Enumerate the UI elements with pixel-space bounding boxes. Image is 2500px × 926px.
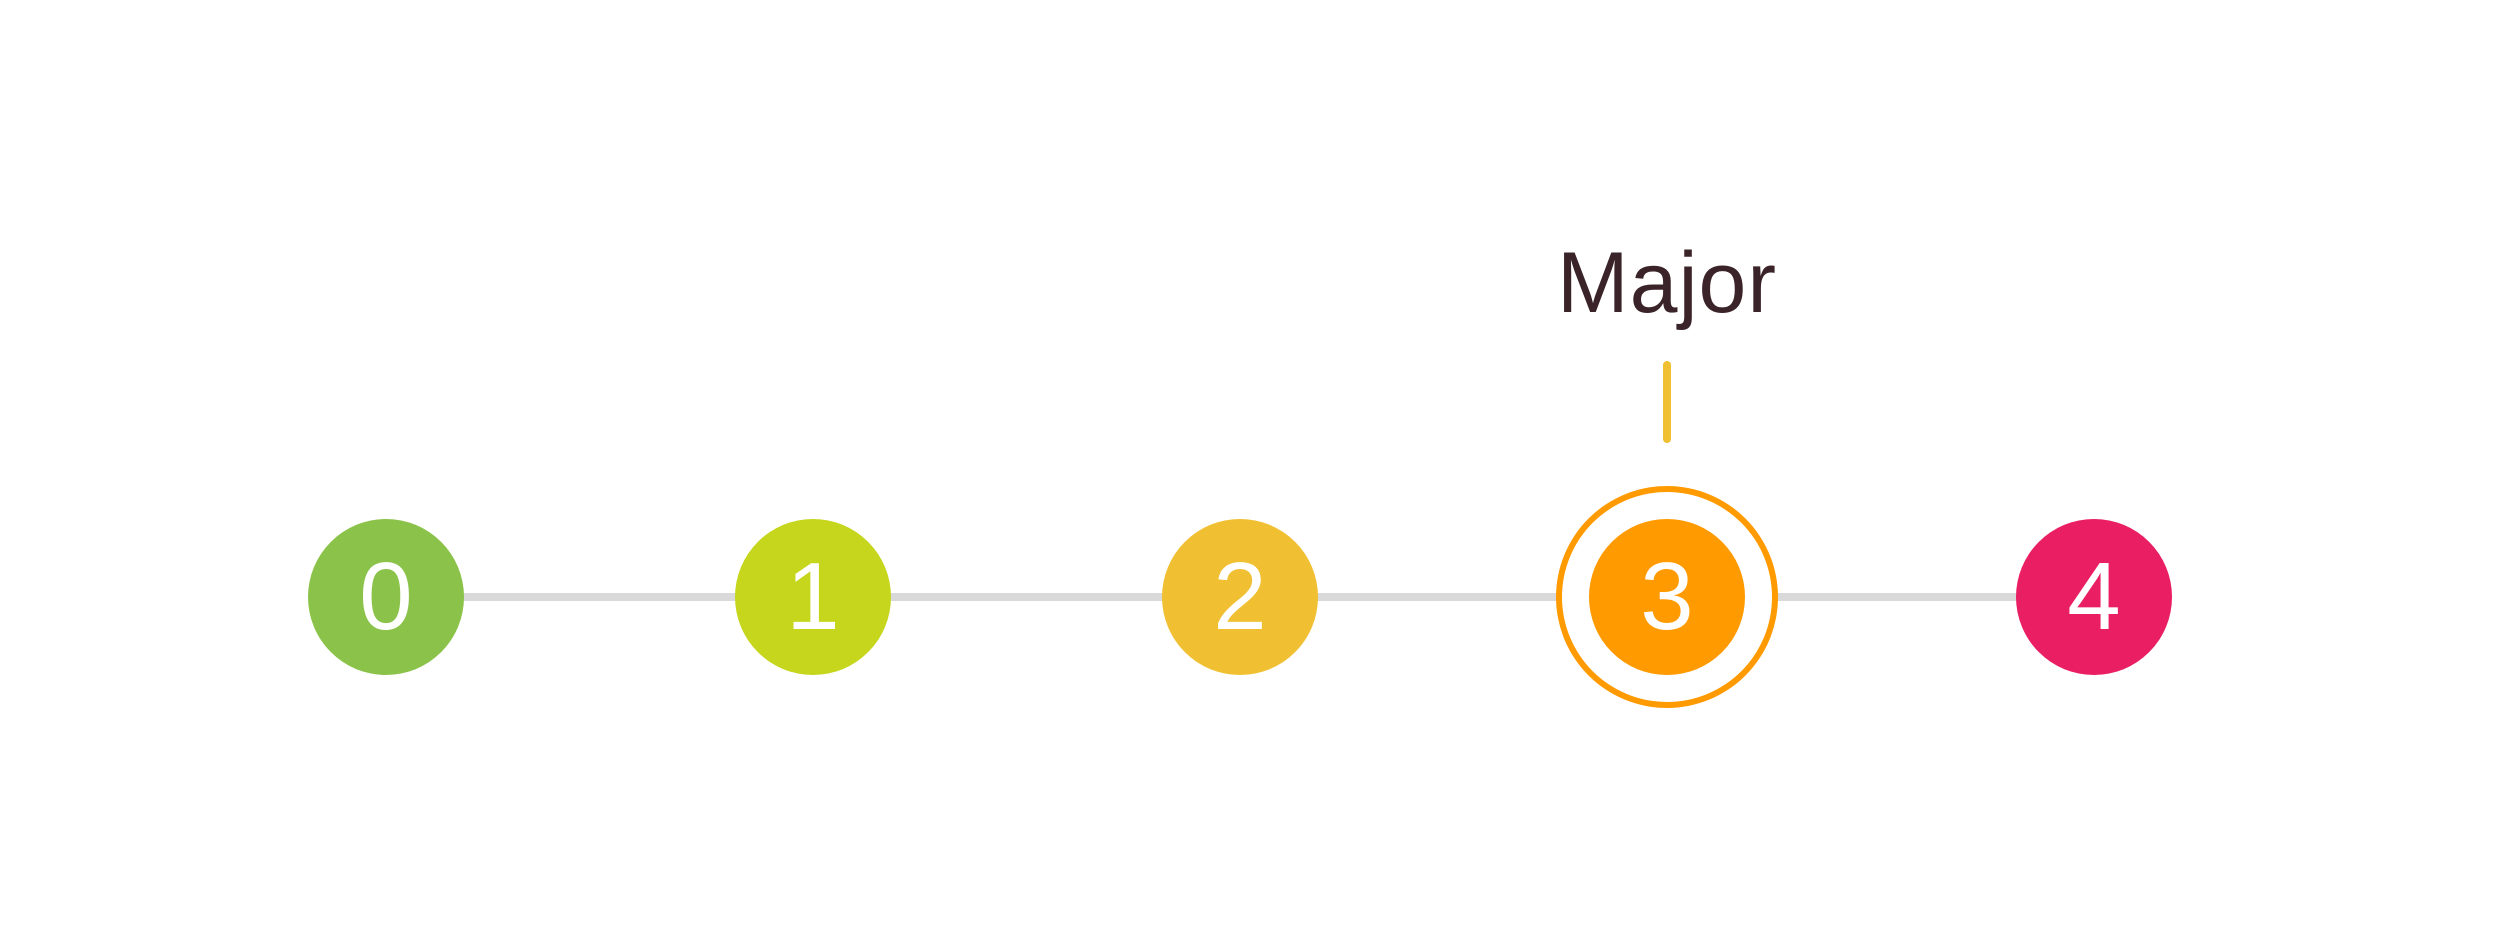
selected-step-label: Major xyxy=(1556,235,1778,331)
scale-step-3-label: 3 xyxy=(1640,543,1694,650)
scale-step-3[interactable]: 3 xyxy=(1589,519,1745,675)
scale-step-1[interactable]: 1 xyxy=(735,519,891,675)
scale-step-2[interactable]: 2 xyxy=(1162,519,1318,675)
selected-step-pointer xyxy=(1663,361,1671,443)
scale-step-0-label: 0 xyxy=(359,543,413,650)
scale-step-4[interactable]: 4 xyxy=(2016,519,2172,675)
scale-step-1-label: 1 xyxy=(786,543,840,650)
scale-step-4-label: 4 xyxy=(2067,543,2121,650)
scale-step-2-label: 2 xyxy=(1213,543,1267,650)
scale-step-0[interactable]: 0 xyxy=(308,519,464,675)
